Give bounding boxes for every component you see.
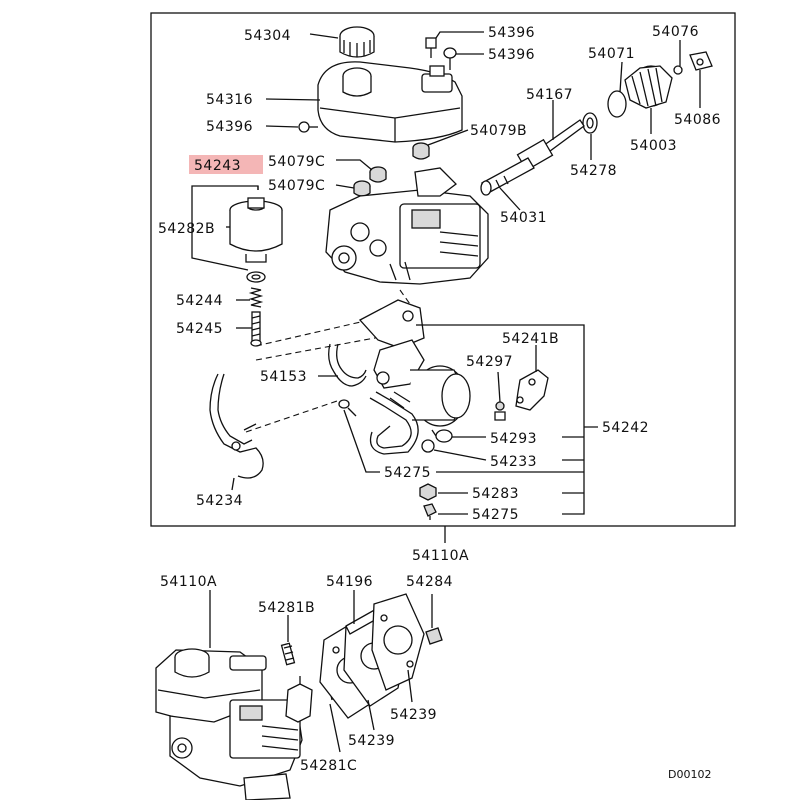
callout-54153: 54153 [260, 369, 307, 385]
dashed-line-4 [245, 399, 341, 433]
callout-54316: 54316 [206, 92, 253, 108]
leader-54031 [499, 187, 521, 211]
hydraulic-unit-lower-drawing [155, 648, 313, 800]
clevis-54086 [689, 51, 713, 71]
callout-54282b: 54282B [158, 221, 215, 237]
figure-code: D00102 [668, 768, 711, 781]
stud-54281b [280, 642, 296, 666]
callout-54293: 54293 [490, 431, 537, 447]
oring-54244-ring [246, 271, 266, 283]
grommet-54079b [412, 142, 430, 160]
nut-54283 [419, 483, 437, 501]
leader-54071 [619, 61, 623, 93]
callout-54278: 54278 [570, 163, 617, 179]
callout-54110a-bottom: 54110A [160, 574, 217, 590]
bracket-54241b [515, 369, 549, 411]
leader-54275-a [343, 409, 380, 473]
hydraulic-unit-upper-drawing [325, 167, 489, 285]
leader-54233 [433, 449, 487, 461]
clip-54071 [607, 90, 627, 118]
bracket-54242-ticks [562, 426, 598, 494]
dashed-line-1 [255, 317, 379, 347]
motor-pump-assembly-drawing [358, 299, 471, 427]
reservoir-tank-drawing [317, 61, 463, 143]
washer-54278 [582, 112, 598, 134]
hose-54153 [328, 343, 367, 387]
callout-54275-b: 54275 [472, 507, 519, 523]
leader-54239-a [367, 699, 375, 731]
rod-54031 [480, 157, 535, 196]
bolt-54275-b [423, 503, 437, 520]
nut-54076 [673, 65, 683, 75]
bracket-54242 [424, 324, 585, 515]
leader-54304 [309, 33, 339, 39]
callout-54003: 54003 [630, 138, 677, 154]
dashed-line-2 [255, 329, 419, 361]
callout-54275-a: 54275 [384, 465, 431, 481]
callout-54239-b: 54239 [390, 707, 437, 723]
callout-54283: 54283 [472, 486, 519, 502]
leader-54297 [497, 371, 501, 403]
leader-54079b [427, 129, 469, 146]
clamp-54293 [431, 429, 453, 443]
reservoir-cap-drawing [339, 26, 375, 58]
grommet-54079c-a [369, 166, 387, 183]
callout-54284: 54284 [406, 574, 453, 590]
callout-54071: 54071 [588, 46, 635, 62]
leader-54396c [265, 125, 299, 128]
leader-54234 [231, 477, 235, 491]
callout-54079b: 54079B [470, 123, 527, 139]
leader-54079c-b [335, 184, 355, 189]
callout-54079c-a: 54079C [268, 154, 325, 170]
bracket-54243-side [191, 186, 259, 271]
callout-54079c-b: 54079C [268, 178, 325, 194]
bolt-54297 [494, 401, 506, 421]
callout-54233: 54233 [490, 454, 537, 470]
callout-54396-a: 54396 [488, 25, 535, 41]
leader-54281c [329, 703, 341, 753]
callout-54396-b: 54396 [488, 47, 535, 63]
bolt-54396-mid [443, 47, 457, 70]
callout-54245: 54245 [176, 321, 223, 337]
callout-54297: 54297 [466, 354, 513, 370]
bolt-54275-a [338, 399, 357, 417]
callout-54243: 54243 [194, 158, 241, 174]
boot-54003 [624, 65, 673, 109]
callout-54234: 54234 [196, 493, 243, 509]
callout-54167: 54167 [526, 87, 573, 103]
callout-54242: 54242 [602, 420, 649, 436]
callout-54396-c: 54396 [206, 119, 253, 135]
callout-54241b: 54241B [502, 331, 559, 347]
leader-54316 [265, 98, 321, 101]
gasket-54239-back [371, 593, 425, 691]
leader-54079c-a [336, 159, 373, 171]
callout-54281b: 54281B [258, 600, 315, 616]
callout-54110a-top: 54110A [412, 548, 469, 564]
leader-54239-b [407, 669, 413, 703]
callout-54031: 54031 [500, 210, 547, 226]
dashed-line-3 [399, 289, 421, 319]
callout-54304: 54304 [244, 28, 291, 44]
callout-54076: 54076 [652, 24, 699, 40]
pipe-54234 [209, 373, 264, 479]
bracket-54243 [191, 185, 259, 190]
leader-54396a [435, 31, 484, 39]
callout-54281c: 54281C [300, 758, 357, 774]
callout-54244: 54244 [176, 293, 223, 309]
accumulator-54282b [229, 197, 283, 263]
callout-54239-a: 54239 [348, 733, 395, 749]
bolt-54245 [250, 311, 262, 347]
pipe-54233 [369, 391, 435, 455]
spring-54244 [248, 287, 264, 308]
callout-54196: 54196 [326, 574, 373, 590]
grommet-54079c-b [353, 180, 371, 197]
bolt-54284 [425, 594, 443, 645]
highlight-54243 [189, 155, 263, 174]
upper-assembly-frame [150, 12, 736, 527]
bolt-54396-top [425, 37, 437, 58]
callout-54086: 54086 [674, 112, 721, 128]
bolt-54396-left [298, 121, 318, 133]
